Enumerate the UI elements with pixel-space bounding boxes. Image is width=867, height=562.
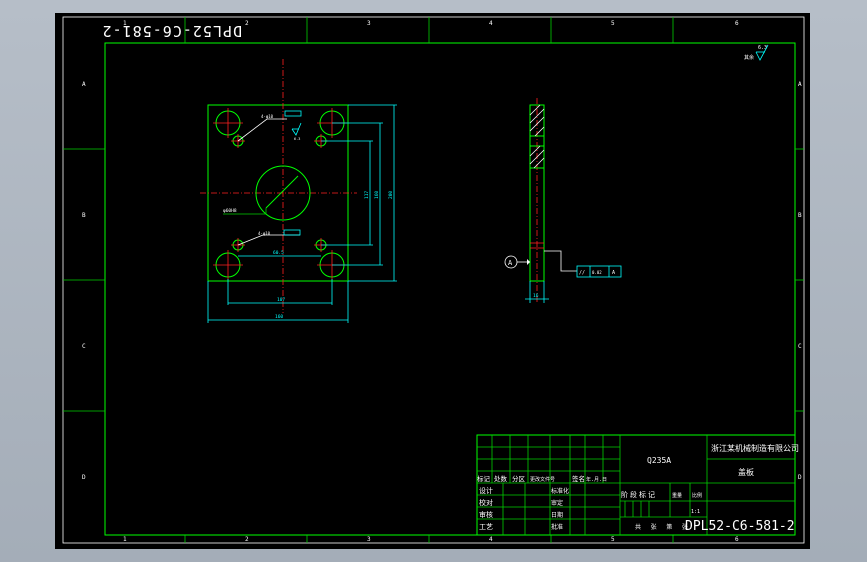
tb-mid-label-approve: 审定 (551, 499, 563, 507)
tb-row-label-1: 处数 (494, 474, 508, 483)
datum-label: A (508, 259, 513, 267)
ratio-label: 比例 (692, 492, 702, 499)
tb-left-label-review: 审核 (479, 510, 493, 519)
tolerance-frame (576, 265, 622, 278)
col-number-4: 4 (489, 20, 493, 27)
zone-letter-a: A (82, 81, 86, 88)
drawing-number-rotated: DPL52-C6-581-2 (102, 22, 242, 40)
col-number-1: 1 (123, 20, 127, 27)
dim-thickness: 16 (533, 293, 539, 299)
small-holes-label-top: 4-φ10 (261, 114, 274, 119)
zone-ticks (63, 17, 804, 543)
zone-letter-c-right: C (798, 343, 802, 350)
small-hole-leader-bottom (237, 234, 300, 246)
company-name: 浙江某机械制造有限公司 (711, 443, 799, 453)
col-number-5-bottom: 5 (611, 536, 615, 543)
tb-left-label-check: 校对 (479, 498, 493, 507)
tolerance-symbol: // (579, 270, 585, 276)
tb-row-label-5: 年.月.日 (586, 476, 607, 483)
dim-hole-spacing-y-outer: 160 (374, 191, 380, 199)
surface-finish-label: 其余 (744, 54, 754, 61)
drawing-svg[interactable]: A B C D A B C D 1 2 3 4 5 6 1 2 3 4 5 6 … (55, 13, 810, 549)
side-view: A // 0.02 A 16 (504, 98, 622, 303)
col-number-2: 2 (245, 20, 249, 27)
scale-value: 1:1 (691, 509, 700, 515)
col-number-6: 6 (735, 20, 739, 27)
col-number-4-bottom: 4 (489, 536, 493, 543)
dim-height: 200 (388, 191, 394, 199)
dim-ref-bottom: 60.5 (273, 250, 284, 256)
material-label: Q235A (647, 456, 671, 465)
zone-letter-b: B (82, 212, 86, 219)
col-number-6-bottom: 6 (735, 536, 739, 543)
tb-mid-label-std: 标准化 (551, 487, 569, 495)
title-block: 标记 处数 分区 更改文件号 签名 年.月.日 设计 校对 审核 工艺 标准化 … (476, 434, 799, 536)
sheet-inner-border (104, 42, 796, 536)
drawing-number: DPL52-C6-581-2 (685, 519, 795, 534)
small-holes-label-bottom: 4-φ10 (258, 231, 271, 236)
dim-width: 160 (275, 314, 283, 320)
zone-letter-c: C (82, 343, 86, 350)
dim-hole-spacing-y-inner: 117 (364, 191, 370, 199)
zone-letter-b-right: B (798, 212, 802, 219)
tb-mid-label-final: 批准 (551, 523, 563, 531)
stage-label: 阶段标记 (621, 490, 657, 499)
zone-letter-a-right: A (798, 81, 802, 88)
tb-row-label-4: 签名 (572, 474, 585, 483)
dim-hole-spacing-x: 107 (277, 297, 285, 303)
center-bore-label: φ60H8 (223, 208, 237, 214)
weight-label: 重量 (672, 492, 682, 499)
tb-left-label-design: 设计 (479, 486, 493, 495)
hatch-bottom (529, 145, 545, 169)
tb-row-label-0: 标记 (477, 474, 491, 483)
tb-left-label-process: 工艺 (479, 523, 493, 531)
bore-leader (265, 175, 299, 209)
surface-finish-value: 6.3 (758, 45, 767, 51)
hatch-top (529, 104, 545, 137)
small-hole-finish-value: 6.3 (294, 137, 300, 141)
zone-letter-d: D (82, 474, 86, 481)
part-name: 盖板 (738, 467, 754, 477)
surface-finish-symbol: 其余 6.3 (744, 44, 769, 61)
col-number-5: 5 (611, 20, 615, 27)
tolerance-datum: A (612, 270, 615, 276)
center-bore (255, 165, 311, 221)
sheet-outer-border (62, 16, 805, 544)
col-number-2-bottom: 2 (245, 536, 249, 543)
tb-row-label-3: 更改文件号 (530, 476, 555, 483)
col-number-1-bottom: 1 (123, 536, 127, 543)
tolerance-value: 0.02 (592, 270, 602, 275)
drawing-canvas[interactable]: A B C D A B C D 1 2 3 4 5 6 1 2 3 4 5 6 … (55, 13, 810, 549)
col-number-3-bottom: 3 (367, 536, 371, 543)
zone-letter-d-right: D (798, 474, 802, 481)
sheet-label: 共 张 第 张 (635, 523, 691, 531)
small-hole-leader-top (237, 118, 287, 142)
front-view: φ60H8 (200, 59, 397, 323)
tb-mid-label-date: 日期 (551, 511, 563, 519)
col-number-3: 3 (367, 20, 371, 27)
tb-row-label-2: 分区 (512, 474, 526, 483)
